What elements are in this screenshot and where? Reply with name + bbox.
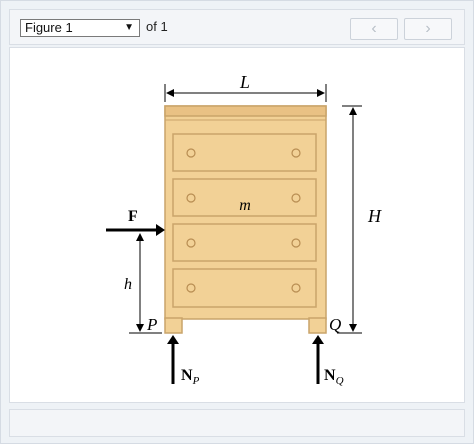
dropdown-arrow-icon: ▼ (124, 22, 134, 33)
drawer-3 (172, 223, 317, 262)
dresser-diagram: L (106, 72, 382, 387)
footer-bar (9, 409, 465, 437)
dresser-top (164, 105, 327, 117)
normal-force-Q-arrowhead (312, 335, 324, 344)
previous-figure-button[interactable]: ‹ (350, 18, 398, 40)
label-P: P (146, 315, 157, 334)
normal-force-P-arrowhead (167, 335, 179, 344)
next-figure-button[interactable]: › (404, 18, 452, 40)
drawer-2 (172, 178, 317, 217)
leg-P (164, 317, 183, 334)
figure-select-value: Figure 1 (25, 20, 73, 35)
figure-count-label: of 1 (146, 19, 168, 34)
figure-content: L (9, 47, 465, 403)
figure-select[interactable]: Figure 1 ▼ (20, 19, 140, 37)
label-H: H (367, 206, 382, 226)
drawer-4 (172, 268, 317, 308)
chevron-right-icon: › (425, 20, 431, 37)
label-Q: Q (329, 315, 341, 334)
label-h: h (124, 276, 132, 293)
label-NP: NP (181, 367, 200, 387)
label-L: L (239, 72, 250, 92)
force-F-arrowhead (156, 224, 165, 236)
toolbar: Figure 1 ▼ of 1 ‹ › (9, 9, 465, 45)
drawer-1 (172, 133, 317, 172)
label-F: F (128, 208, 138, 225)
label-NQ: NQ (324, 367, 344, 387)
chevron-left-icon: ‹ (371, 20, 377, 37)
leg-Q (308, 317, 327, 334)
label-m: m (239, 197, 251, 214)
